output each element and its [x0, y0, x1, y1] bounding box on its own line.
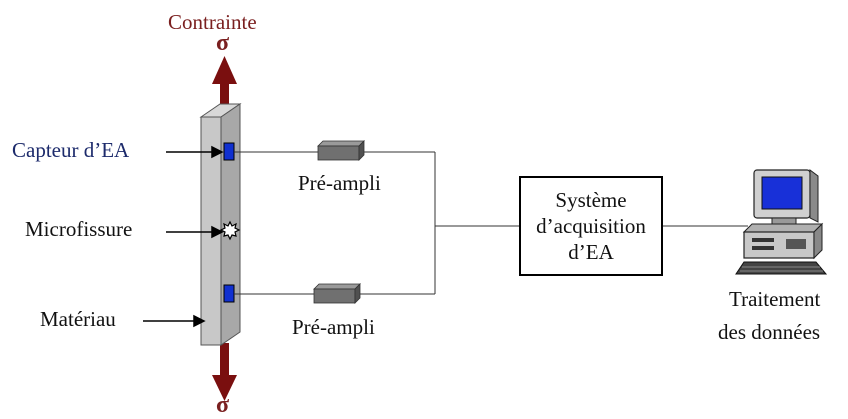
bottom-preamp-label: Pré-ampli	[292, 315, 375, 339]
sensor-pointer-arrow	[166, 145, 224, 159]
bottom-sigma-symbol: σ	[216, 392, 230, 418]
top-preamp-label: Pré-ampli	[298, 171, 381, 195]
processing-label-line-1: Traitement	[729, 287, 821, 311]
microcrack-pointer-arrow	[166, 225, 224, 239]
microcrack-icon	[219, 220, 241, 241]
signal-wires	[234, 151, 748, 295]
bottom-preamp-icon	[313, 283, 361, 304]
stress-label: Contrainte	[168, 10, 257, 34]
acquisition-line-1: Système	[555, 188, 627, 212]
top-sigma-symbol: σ	[216, 30, 230, 56]
acquisition-line-3: d’EA	[568, 240, 614, 264]
top-preamp-icon	[317, 140, 365, 161]
material-label: Matériau	[40, 307, 116, 331]
top-sensor	[223, 142, 235, 161]
microcrack-label: Microfissure	[25, 217, 133, 241]
sensor-label: Capteur d’EA	[12, 138, 130, 162]
processing-label-line-2: des données	[718, 320, 821, 344]
acquisition-system-box: Système d’acquisition d’EA	[519, 176, 663, 276]
computer-icon	[735, 169, 828, 275]
top-stress-arrow	[212, 56, 237, 112]
acquisition-line-2: d’acquisition	[536, 214, 646, 238]
bottom-stress-arrow	[212, 343, 237, 401]
bottom-sensor	[223, 284, 235, 303]
material-pointer-arrow	[143, 314, 206, 328]
